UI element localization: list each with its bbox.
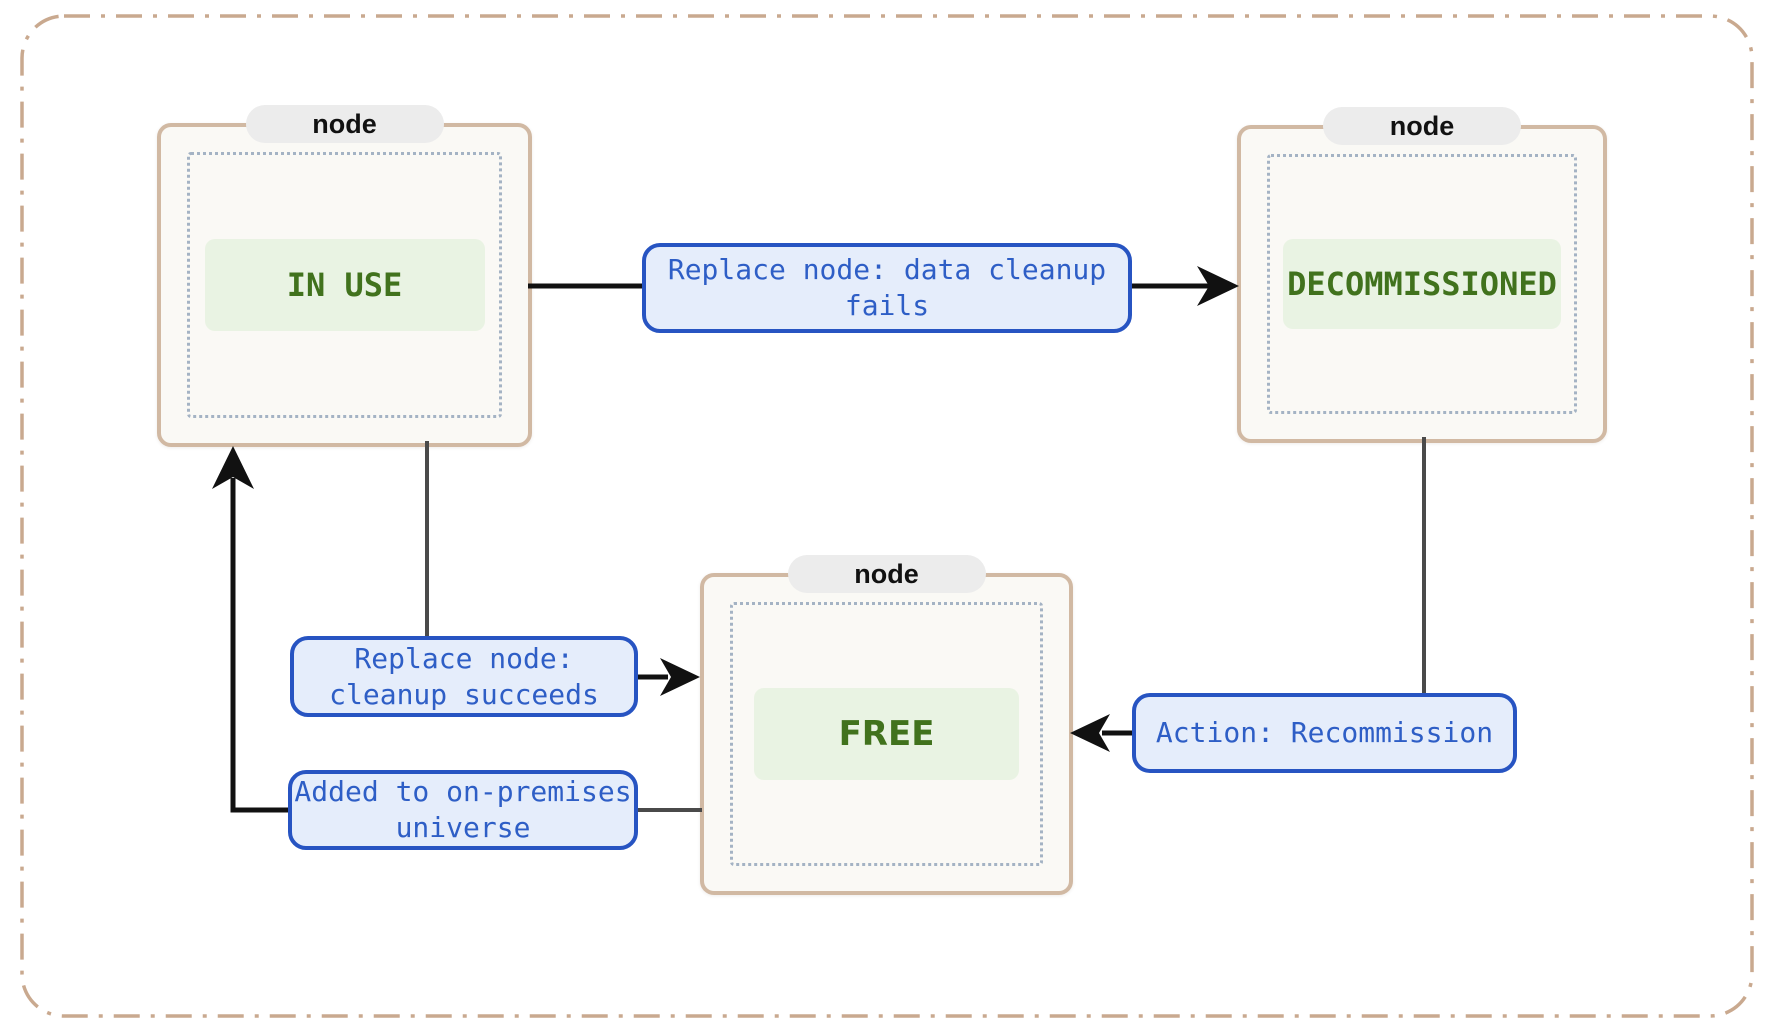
edge-cleanup-succeeds xyxy=(425,441,700,696)
edge-recommission xyxy=(1070,437,1426,752)
edge-label-replace-fails: Replace node: data cleanup fails xyxy=(642,243,1132,333)
state-label-free: FREE xyxy=(754,688,1019,780)
state-node-free: node FREE xyxy=(700,555,1073,895)
edge-label-line: fails xyxy=(844,289,930,322)
edge-label-line: Action: Recommission xyxy=(1155,716,1494,749)
node-inner-dotted-region: DECOMMISSIONED xyxy=(1267,154,1577,414)
arrowhead-up-icon xyxy=(212,446,254,489)
state-node-in-use: node IN USE xyxy=(157,105,532,447)
frame-border-rect xyxy=(20,14,1754,1018)
edge-replace-fails xyxy=(528,266,1239,306)
edge-label-line: Replace node: xyxy=(354,641,574,675)
edge-label-line: universe xyxy=(395,811,531,844)
edge-label-line: Replace node: data cleanup xyxy=(667,253,1107,286)
node-type-badge: node xyxy=(245,105,444,143)
arrowhead-left-icon xyxy=(1070,714,1110,752)
state-label-decommissioned: DECOMMISSIONED xyxy=(1283,239,1561,329)
node-inner-dotted-region: FREE xyxy=(730,602,1043,866)
edge-added-to-universe xyxy=(212,446,702,813)
arrowhead-right-icon xyxy=(660,658,700,696)
node-type-badge: node xyxy=(787,555,986,593)
edge-label-line: cleanup succeeds xyxy=(329,677,599,711)
arrowhead-right-icon xyxy=(1197,266,1239,306)
edge-label-line: Added to on-premises xyxy=(294,775,632,808)
node-type-badge: node xyxy=(1323,107,1521,145)
edge-label-cleanup-succeeds: Replace node: cleanup succeeds xyxy=(290,636,638,717)
state-label-in-use: IN USE xyxy=(204,239,485,331)
edge-label-recommission: Action: Recommission xyxy=(1132,693,1517,773)
edge-label-added-to-universe: Added to on-premises universe xyxy=(288,770,638,850)
node-inner-dotted-region: IN USE xyxy=(187,152,502,418)
